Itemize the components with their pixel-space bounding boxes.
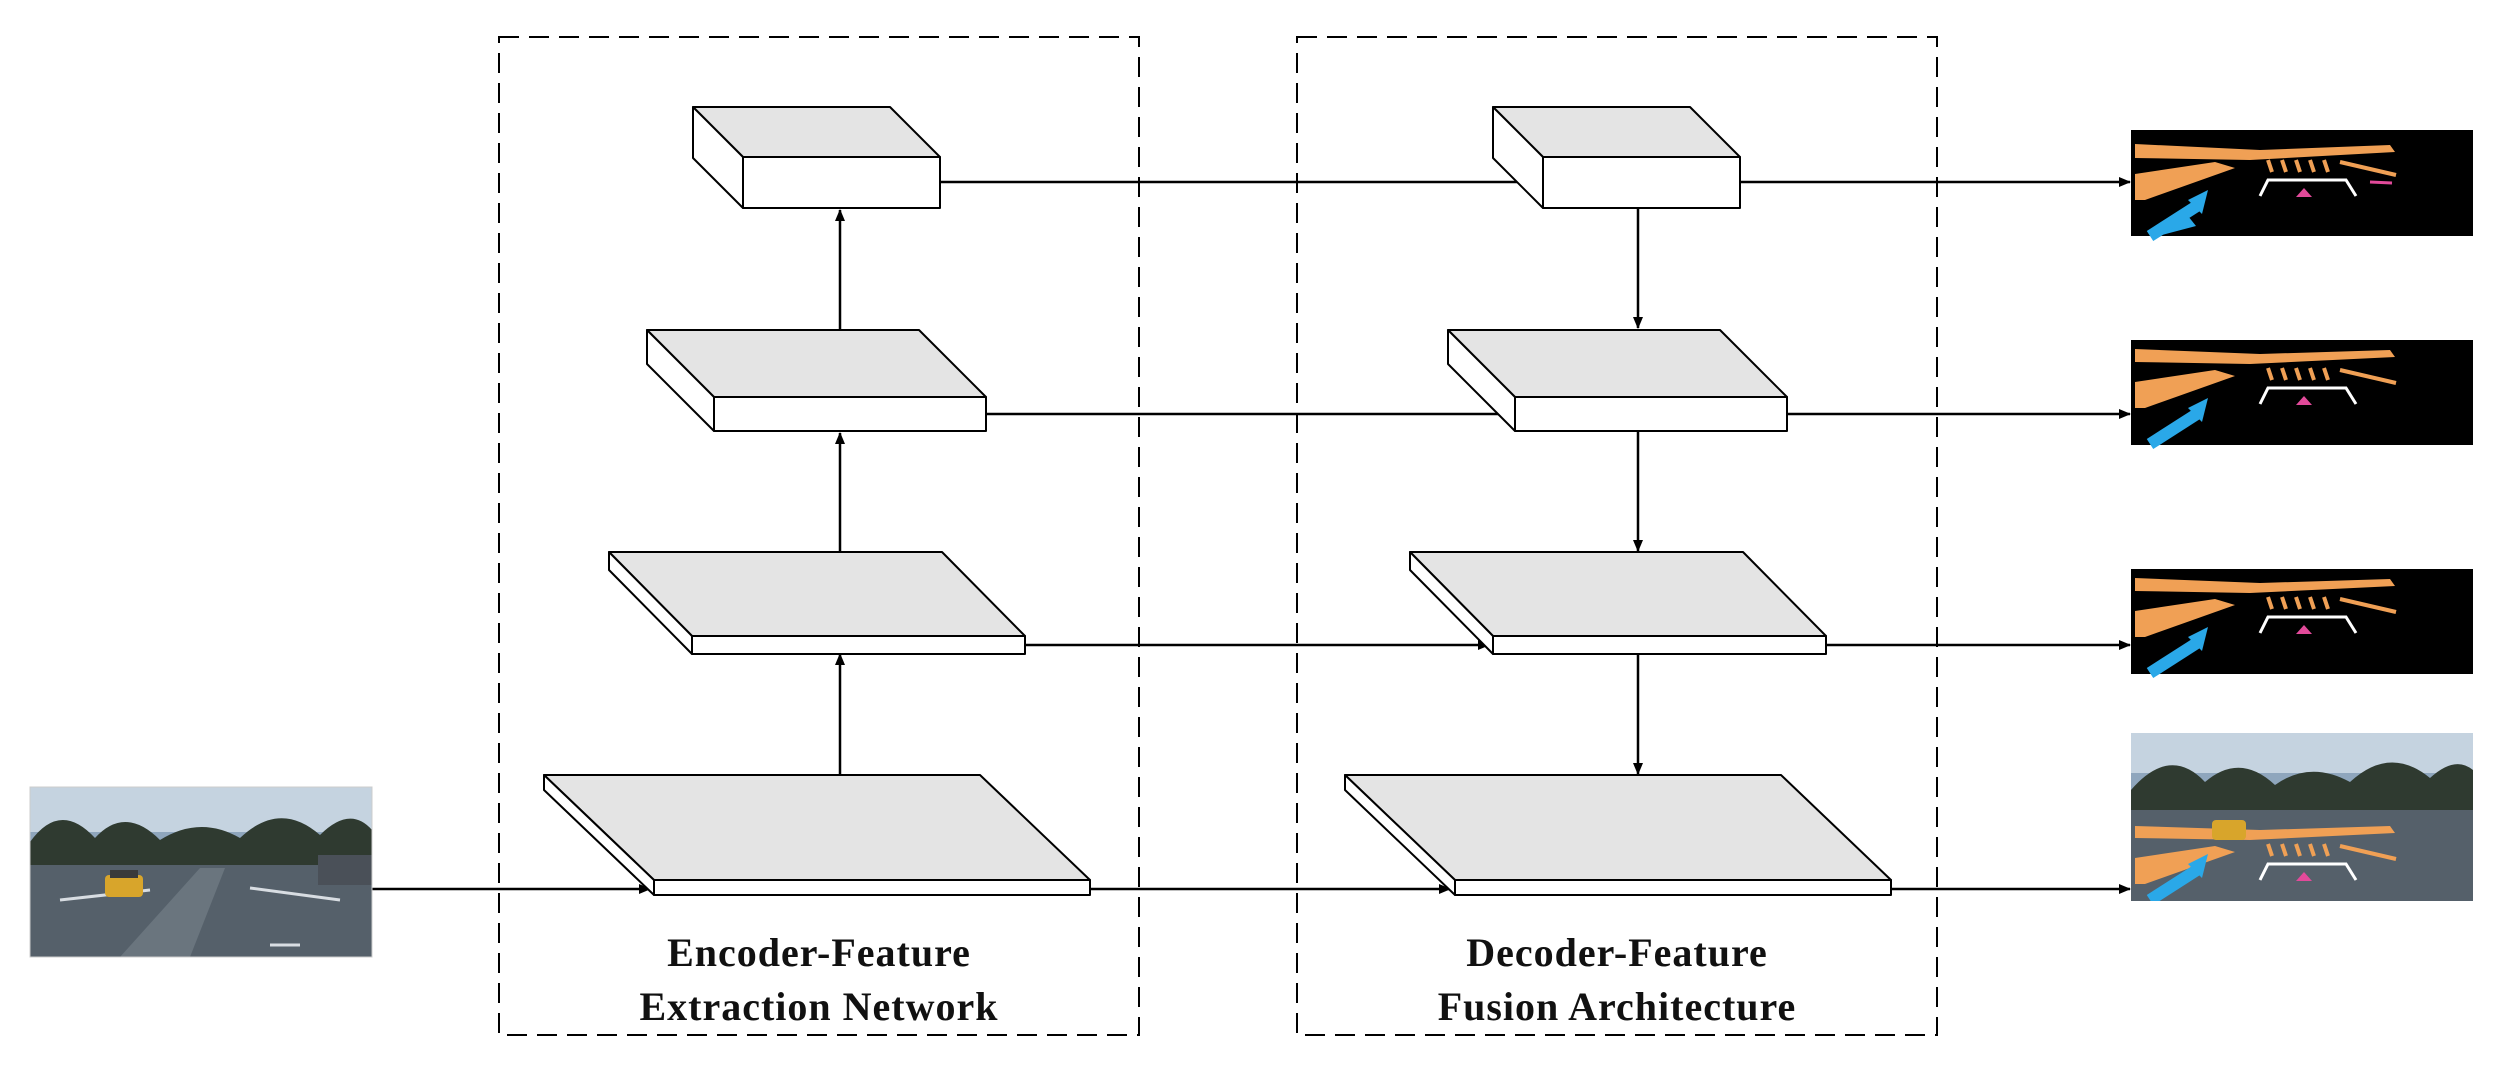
decoder-block-3: [1409, 551, 1827, 655]
connections: [372, 177, 2131, 894]
output-overlay-image: [2131, 733, 2473, 901]
encoder-module-boundary: [498, 36, 1140, 1036]
input-road-image: [30, 787, 372, 957]
decoder-block-2: [1447, 329, 1788, 432]
decoder-block-4: [1344, 774, 1892, 896]
decoder-blocks: [1344, 106, 1892, 896]
encoder-block-1: [692, 106, 941, 209]
output-mask-3: [2131, 569, 2473, 679]
encoder-block-3: [608, 551, 1026, 655]
output-mask-2: [2131, 340, 2473, 450]
encoder-block-2: [646, 329, 987, 432]
encoder-block-4: [543, 774, 1091, 896]
encoder-label-line-1: Encoder-Feature: [667, 930, 971, 975]
decoder-label-line-1: Decoder-Feature: [1466, 930, 1768, 975]
input-image-frame: [29, 786, 373, 958]
decoder-block-1: [1492, 106, 1741, 209]
decoder-module-boundary: [1296, 36, 1938, 1036]
encoder-blocks: [543, 106, 1091, 896]
decoder-label-line-2: Fusion Architecture: [1438, 984, 1797, 1029]
encoder-label-line-2: Extraction Network: [639, 984, 998, 1029]
output-mask-1: [2131, 130, 2473, 242]
